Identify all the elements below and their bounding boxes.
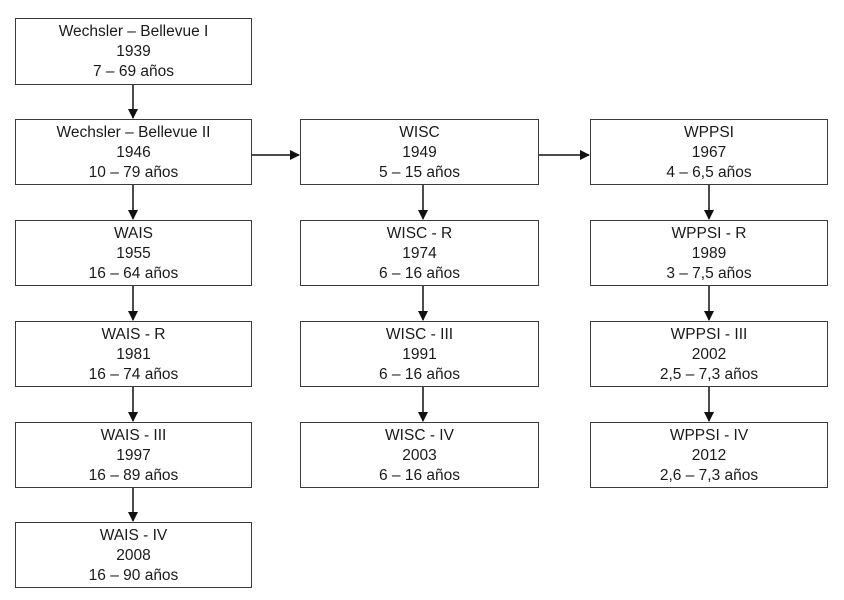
test-age-range: 3 – 7,5 años	[666, 264, 752, 282]
test-age-range: 16 – 89 años	[88, 466, 179, 484]
box-wechsler-bellevue-i: Wechsler – Bellevue I 1939 7 – 69 años	[15, 18, 252, 85]
test-name: WISC - III	[385, 325, 454, 343]
test-age-range: 4 – 6,5 años	[666, 163, 752, 181]
box-wppsi-r: WPPSI - R 1989 3 – 7,5 años	[590, 220, 828, 286]
box-wais-iii: WAIS - III 1997 16 – 89 años	[15, 422, 252, 488]
test-year: 1974	[402, 244, 437, 262]
test-name: WAIS	[113, 224, 154, 242]
box-wppsi-iii: WPPSI - III 2002 2,5 – 7,3 años	[590, 321, 828, 387]
test-name: WPPSI - III	[670, 325, 748, 343]
test-age-range: 6 – 16 años	[378, 466, 460, 484]
test-name: Wechsler – Bellevue I	[58, 23, 209, 40]
test-age-range: 6 – 16 años	[378, 365, 460, 383]
test-age-range: 5 – 15 años	[378, 163, 460, 181]
test-name: WPPSI - IV	[669, 426, 749, 444]
test-name: WPPSI - R	[671, 224, 747, 242]
test-year: 2003	[402, 446, 437, 464]
test-age-range: 2,6 – 7,3 años	[659, 466, 759, 484]
test-name: WAIS - III	[100, 426, 167, 444]
test-age-range: 16 – 74 años	[88, 365, 179, 383]
test-name: WPPSI	[684, 123, 734, 141]
test-age-range: 2,5 – 7,3 años	[659, 365, 759, 383]
test-name: WAIS - R	[101, 325, 166, 343]
test-name: WISC	[399, 123, 440, 141]
test-year: 1967	[691, 143, 727, 161]
box-wppsi-iv: WPPSI - IV 2012 2,6 – 7,3 años	[590, 422, 828, 488]
test-year: 2008	[116, 546, 151, 564]
test-year: 1997	[116, 446, 151, 464]
box-wisc-iii: WISC - III 1991 6 – 16 años	[300, 321, 539, 387]
test-age-range: 16 – 90 años	[88, 566, 179, 584]
box-wppsi: WPPSI 1967 4 – 6,5 años	[590, 119, 828, 185]
test-year: 1989	[691, 244, 727, 262]
box-wais: WAIS 1955 16 – 64 años	[15, 220, 252, 286]
test-age-range: 16 – 64 años	[88, 264, 179, 282]
test-year: 1955	[116, 244, 151, 262]
test-year: 1991	[402, 345, 437, 363]
test-name: WAIS - IV	[99, 526, 168, 544]
box-wisc: WISC 1949 5 – 15 años	[300, 119, 539, 185]
test-year: 2012	[691, 446, 727, 464]
test-name: WISC - IV	[385, 426, 454, 444]
test-year: 1949	[402, 143, 437, 161]
test-name: Wechsler – Bellevue II	[56, 123, 211, 141]
test-age-range: 7 – 69 años	[92, 63, 174, 80]
test-year: 1981	[116, 345, 151, 363]
test-age-range: 6 – 16 años	[378, 264, 460, 282]
test-name: WISC - R	[386, 224, 453, 242]
box-wisc-r: WISC - R 1974 6 – 16 años	[300, 220, 539, 286]
test-year: 1946	[116, 143, 151, 161]
box-wais-iv: WAIS - IV 2008 16 – 90 años	[15, 522, 252, 588]
box-wais-r: WAIS - R 1981 16 – 74 años	[15, 321, 252, 387]
box-wisc-iv: WISC - IV 2003 6 – 16 años	[300, 422, 539, 488]
test-age-range: 10 – 79 años	[88, 163, 179, 181]
test-year: 2002	[691, 345, 727, 363]
box-wechsler-bellevue-ii: Wechsler – Bellevue II 1946 10 – 79 años	[15, 119, 252, 185]
test-year: 1939	[116, 43, 151, 60]
